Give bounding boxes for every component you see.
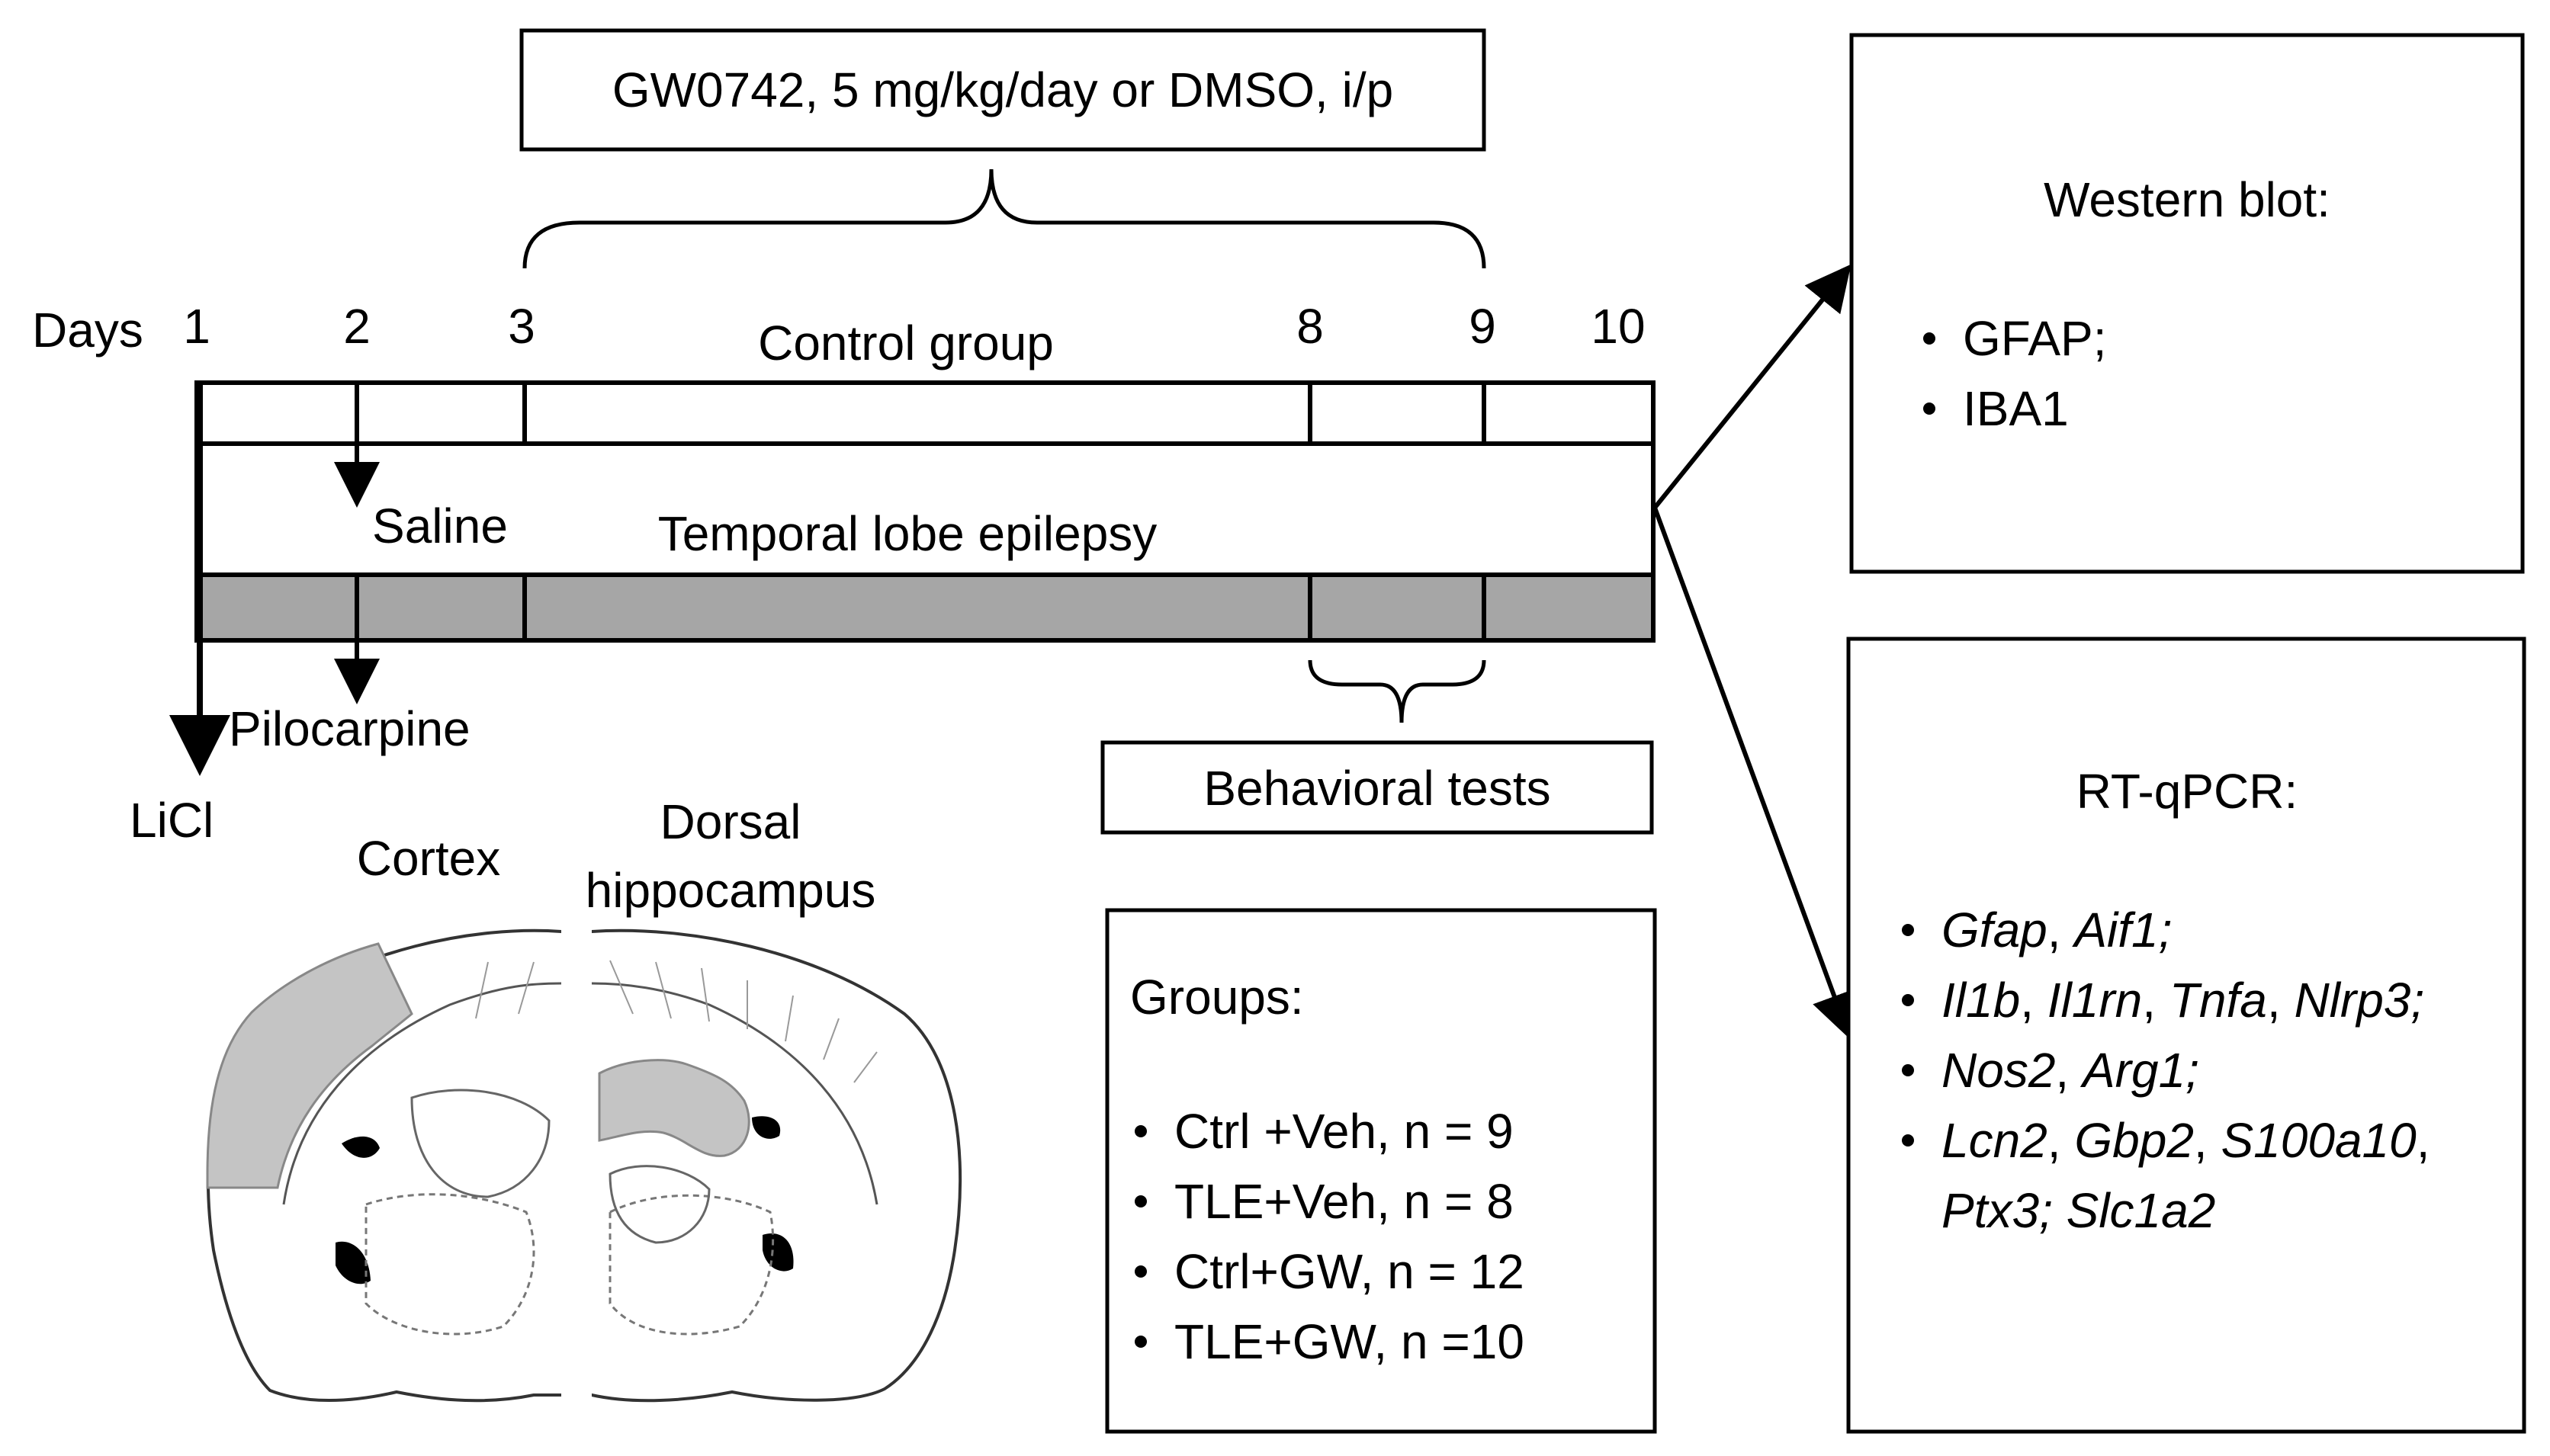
thalamus-right: [609, 1165, 711, 1244]
arrow-to-western: [1652, 264, 1851, 509]
western-bullet: [1923, 332, 1935, 345]
deep-structure-left: [365, 1193, 535, 1336]
groups-bullet: [1135, 1265, 1147, 1278]
inner-cortex-contour-right: [591, 982, 878, 1205]
rtqpcr-line-1: Gfap, Aif1;: [1941, 903, 2172, 957]
hippocampus-region: [598, 1059, 750, 1157]
group-tle-gw: TLE+GW, n =10: [1174, 1314, 1524, 1369]
rtqpcr-line-5: Ptx3; Slc1a2: [1941, 1183, 2215, 1238]
treatment-brace: [522, 168, 1486, 269]
inner-cortex-contour: [282, 982, 562, 1205]
rtqpcr-line-4: Lcn2, Gbp2, S100a10,: [1941, 1113, 2430, 1168]
day-tick-10: 10: [1591, 299, 1645, 354]
rtqpcr-bullet: [1902, 1134, 1914, 1147]
midline-gap: [561, 915, 592, 1418]
treatment-label: GW0742, 5 mg/kg/day or DMSO, i/p: [612, 63, 1393, 117]
day-tick-8: 8: [1296, 299, 1324, 354]
rtqpcr-title: RT-qPCR:: [2076, 764, 2298, 819]
behavioral-brace: [1308, 659, 1486, 723]
hippocampus-label-line2: hippocampus: [586, 863, 876, 918]
group-ctrl-veh: Ctrl +Veh, n = 9: [1174, 1104, 1514, 1159]
pilocarpine-label: Pilocarpine: [229, 701, 470, 756]
western-item-iba1: IBA1: [1963, 381, 2069, 436]
groups-title: Groups:: [1130, 970, 1304, 1025]
cortex-region: [206, 942, 413, 1189]
brain-section-illustration: [206, 915, 962, 1418]
behavioral-label: Behavioral tests: [1203, 761, 1550, 816]
control-group-label: Control group: [758, 316, 1054, 370]
western-blot-title: Western blot:: [2044, 172, 2330, 227]
cortex-label: Cortex: [357, 831, 501, 886]
saline-label: Saline: [372, 499, 508, 553]
lateral-ventricle-left: [336, 1241, 371, 1284]
behavioral-box: [1100, 740, 1654, 835]
western-item-gfap: GFAP;: [1963, 311, 2107, 366]
tle-shaded-row: [194, 572, 1656, 643]
tle-label: Temporal lobe epilepsy: [658, 506, 1158, 561]
day-tick-1: 1: [183, 299, 210, 354]
licl-label: LiCl: [130, 793, 214, 848]
arrow-to-rtqpcr: [1652, 506, 1856, 1040]
rtqpcr-line-3: Nos2, Arg1;: [1941, 1043, 2199, 1098]
day-tick-9: 9: [1469, 299, 1496, 354]
group-tle-veh: TLE+Veh, n = 8: [1174, 1174, 1514, 1229]
tle-row: [194, 441, 1656, 577]
groups-bullet: [1135, 1336, 1147, 1348]
cortical-layer-lines-left: [475, 961, 535, 1019]
rtqpcr-bullet: [1902, 924, 1914, 936]
day-tick-2: 2: [343, 299, 371, 354]
control-row: [194, 380, 1656, 446]
hippocampus-label-line1: Dorsal: [660, 794, 801, 849]
group-ctrl-gw: Ctrl+GW, n = 12: [1174, 1244, 1524, 1299]
treatment-box: [519, 28, 1486, 152]
rtqpcr-bullet: [1902, 994, 1914, 1006]
groups-box: [1105, 908, 1657, 1434]
rtqpcr-bullet: [1902, 1064, 1914, 1076]
cortical-layer-lines: [609, 960, 878, 1083]
groups-bullet: [1135, 1125, 1147, 1137]
ventricle-right: [752, 1116, 781, 1139]
rtqpcr-box: [1846, 637, 2526, 1434]
western-bullet: [1923, 402, 1935, 415]
days-axis-label: Days: [32, 303, 143, 358]
rtqpcr-line-2: Il1b, Il1rn, Tnfa, Nlrp3;: [1941, 973, 2424, 1028]
thalamus-left: [410, 1089, 551, 1198]
western-blot-box: [1849, 33, 2525, 574]
day-tick-3: 3: [508, 299, 535, 354]
groups-bullet: [1135, 1195, 1147, 1207]
ventricle-left: [342, 1136, 380, 1158]
deep-structure-right: [609, 1194, 775, 1336]
